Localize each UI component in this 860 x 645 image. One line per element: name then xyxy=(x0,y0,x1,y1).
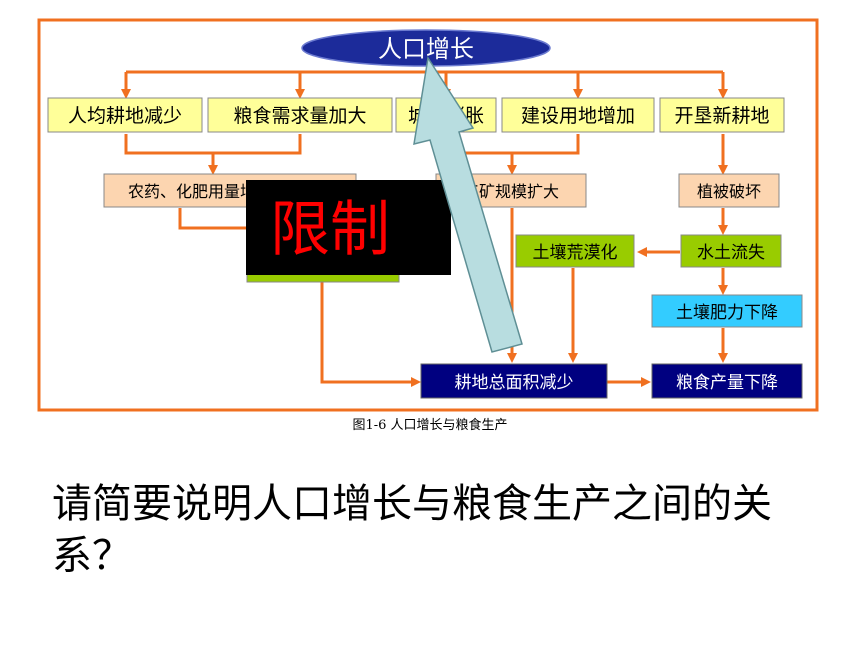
restriction-overlay xyxy=(246,180,451,275)
box-new-farmland xyxy=(659,97,785,133)
label-soil-fertility: 土壤肥力下降 xyxy=(676,302,778,323)
label-mining-expansion: 工矿规模扩大 xyxy=(463,182,559,201)
population-growth-label: 人口增长 xyxy=(378,35,474,63)
label-pesticide-fertilizer: 农药、化肥用量增加 xyxy=(128,182,272,201)
label-vegetation-damage: 植被破坏 xyxy=(697,182,761,201)
label-construction-land: 建设用地增加 xyxy=(521,105,635,127)
box-soil-erosion xyxy=(680,234,782,268)
label-new-farmland: 开垦新耕地 xyxy=(674,105,769,127)
box-soil-fertility xyxy=(651,294,803,328)
box-grain-demand xyxy=(207,97,393,133)
label-farmland-per-capita: 人均耕地减少 xyxy=(68,105,182,127)
box-desertification xyxy=(515,234,635,268)
big-up-arrow xyxy=(413,55,523,353)
label-soil-erosion: 水土流失 xyxy=(697,243,765,263)
restriction-label: 限制 xyxy=(270,195,390,265)
question-text: 请简要说明人口增长与粮食生产之间的关系？ xyxy=(52,481,772,579)
figure-caption: 图1-6 人口增长与粮食生产 xyxy=(352,418,508,433)
box-vegetation-damage xyxy=(678,173,780,208)
box-farmland-per-capita xyxy=(47,97,203,133)
label-grain-output-decrease: 粮食产量下降 xyxy=(676,373,778,393)
label-grain-demand: 粮食需求量加大 xyxy=(233,105,366,127)
box-farmland-decrease xyxy=(420,363,608,399)
box-construction-land xyxy=(501,97,655,133)
box-grain-output-decrease xyxy=(651,363,803,399)
label-farmland-decrease: 耕地总面积减少 xyxy=(455,373,574,393)
label-desertification: 土壤荒漠化 xyxy=(533,242,618,263)
